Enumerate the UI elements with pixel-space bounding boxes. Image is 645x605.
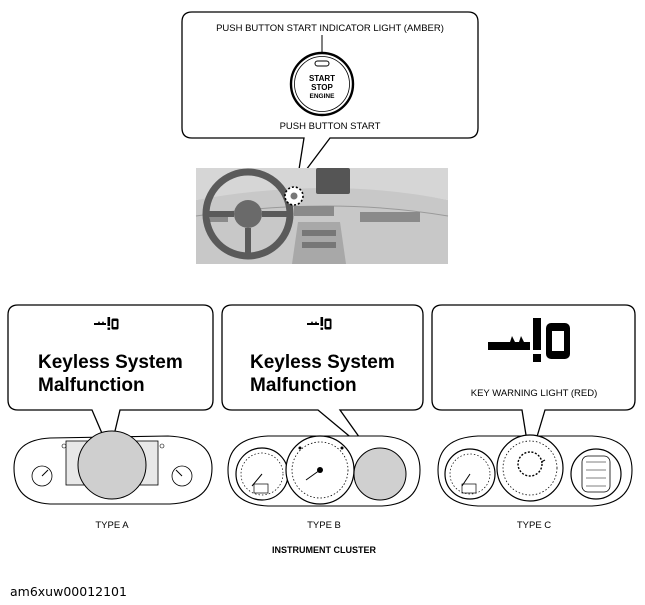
button-text-stop: STOP [311,83,333,92]
key-warning-icon [488,318,570,362]
reference-id: am6xuw00012101 [10,584,127,599]
type-b-cluster-icon [227,435,421,507]
button-text-engine: ENGINE [310,93,336,100]
push-button-callout: PUSH BUTTON START INDICATOR LIGHT (AMBER… [181,11,479,183]
type-b-message-line-1: Keyless System [250,352,395,373]
push-button-start-icon: START STOP ENGINE [289,51,355,117]
push-button-start-label: PUSH BUTTON START [280,121,381,132]
type-a-message-line-1: Keyless System [38,352,183,373]
type-c-callout: KEY WARNING LIGHT (RED) [431,304,636,461]
indicator-light-label: PUSH BUTTON START INDICATOR LIGHT (AMBER… [216,23,444,34]
instrument-cluster-label: INSTRUMENT CLUSTER [272,545,376,555]
button-text-start: START [309,74,335,83]
dashboard-illustration [195,168,449,264]
type-c-label: TYPE C [517,520,551,531]
type-a-label: TYPE A [95,520,129,531]
type-b-callout: Keyless System Malfunction [221,304,424,456]
type-a-cluster-icon [13,430,213,505]
type-b-label: TYPE B [307,520,341,531]
type-b-message-line-2: Malfunction [250,375,357,396]
type-c-cluster-icon [437,434,633,507]
type-a-callout: Keyless System Malfunction [7,304,214,455]
key-warning-light-label: KEY WARNING LIGHT (RED) [471,388,598,399]
type-a-message-line-2: Malfunction [38,375,145,396]
indicator-light-icon [314,60,330,67]
